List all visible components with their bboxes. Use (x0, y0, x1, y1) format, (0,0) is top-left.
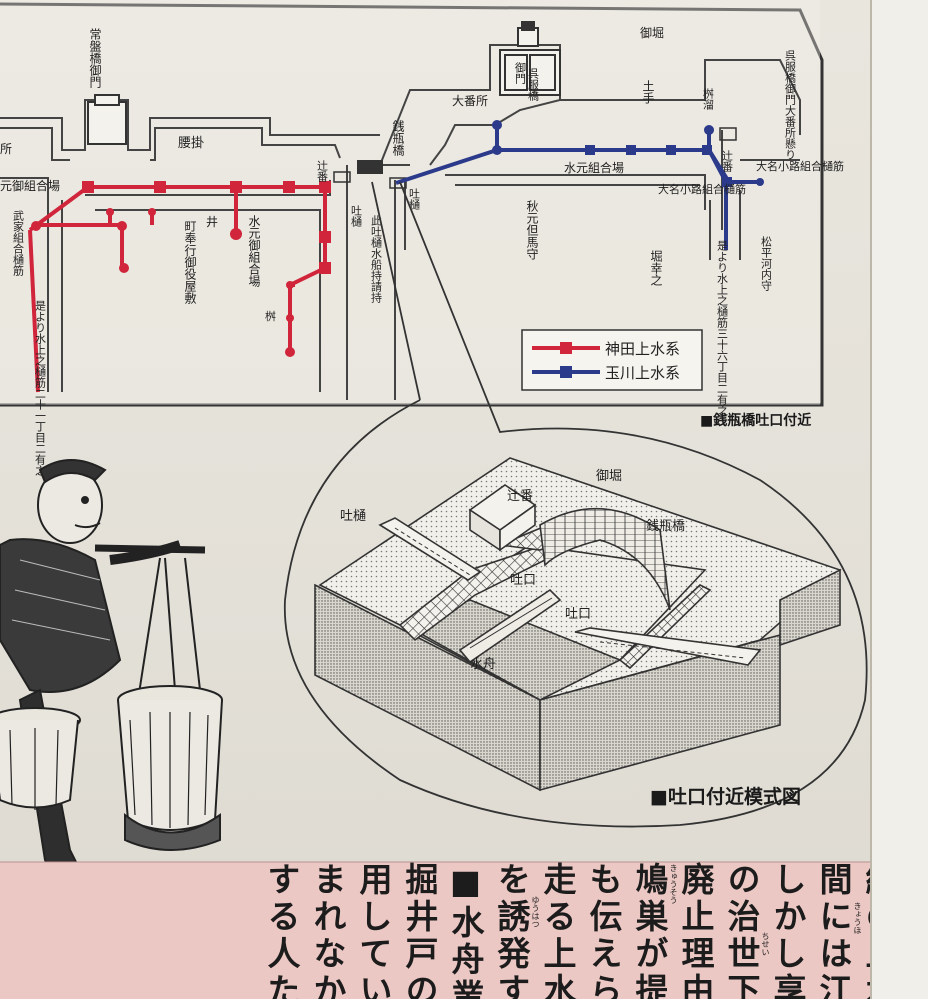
kanda-nodes (31, 181, 331, 357)
label-left-water: 是より水上之樋筋二十一丁目二有之 (34, 300, 47, 476)
label-koshikake: 腰掛 (178, 136, 204, 151)
text-column-12: 用していた (354, 862, 393, 999)
water-carrier-illustration (0, 459, 223, 937)
label-mizumoto-gokumiaiba: 水元御組合場 (247, 215, 261, 288)
label-gomon: 御門 (514, 61, 527, 85)
label-machibugyo: 町奉行御役屋敷 (183, 220, 197, 305)
label-masu: 桝 (265, 309, 276, 323)
tokiwabashi-gate (87, 94, 127, 145)
text-column-4: の治世下に (722, 862, 761, 999)
label-hori: 堀幸之 (649, 249, 663, 286)
tamagawa-nodes (492, 120, 764, 187)
label-matsudaira: 松平河内守 (760, 235, 773, 291)
label-dote: 土手 (641, 80, 655, 104)
body-text-columns: 統の上水が 間には江戸 しかし享保 の治世下に 廃止理由は 鳩巣が提出 も伝えら… (0, 862, 928, 999)
callout-bubble (283, 181, 868, 828)
diagram-caption: ■吐口付近模式図 (650, 785, 801, 808)
text-column-13: まれなかっ (308, 862, 347, 999)
ruby-kyoho: きょうほ (853, 902, 862, 934)
text-column-9: を誘発する (492, 862, 531, 999)
label-gofukubashi: 呉服橋 (527, 68, 540, 102)
label-gohori: 御堀 (640, 25, 664, 40)
label-daimyo-koji: 大名小路組合樋筋 (658, 182, 746, 196)
label-obansho: 大番所 (452, 94, 488, 108)
lower-text-band (0, 862, 870, 999)
text-column-5: 廃止理由は (676, 862, 715, 999)
text-column-3: しかし享保 (768, 862, 807, 999)
diagram-block (314, 457, 842, 792)
label-akimoto: 秋元但馬守 (525, 200, 539, 260)
label-i: 井 (206, 215, 218, 229)
text-column-8: 走る上水道 (538, 862, 577, 999)
label-tokiwabashi: 常盤橋御門 (88, 28, 102, 88)
label-daimyo-koji-right: 大名小路組合樋筋 (756, 159, 844, 173)
diag-label-hakiguchi-left: 吐口 (510, 573, 536, 588)
label-ko-hakido: 此吐樋水船持請持 (370, 215, 383, 304)
legend-kanda: 神田上水系 (605, 340, 680, 358)
gofukubashi-gate (499, 21, 561, 96)
adjacent-panel-edge (870, 0, 928, 999)
diag-label-zenibinbashi: 銭瓶橋 (646, 519, 685, 534)
ruby-chisei: ちせい (761, 932, 770, 956)
ruby-kyuso: きゅうそう (669, 864, 678, 904)
text-column-10: ■水舟業者 (446, 862, 485, 999)
label-sho: 所 (0, 142, 12, 156)
label-tsujiban-left: 辻番 (316, 159, 329, 183)
map-frame (0, 2, 824, 407)
text-column-14: する人た (262, 862, 301, 999)
label-right-water: 是より水上之樋筋三十六丁目二有之 (716, 240, 729, 416)
diag-label-tsujiban: 辻番 (507, 489, 533, 504)
diag-label-gohori: 御堀 (596, 469, 622, 484)
diag-label-hakiguchi-right: 吐口 (565, 607, 591, 622)
label-masudame: 桝溜 (702, 87, 715, 111)
text-column-6: 鳩巣が提出 (630, 862, 669, 999)
label-gofukubashi-gomon: 呉服橋御門大番所懸り (784, 50, 797, 160)
label-buke: 武家組合樋筋 (12, 210, 25, 277)
text-column-2: 間には江戸 (814, 862, 853, 999)
label-mizumoto-blue: 水元組合場 (564, 160, 624, 175)
text-column-11: 掘井戸の拡 (400, 862, 439, 999)
ruby-yuhatsu: ゆうはつ (531, 896, 540, 928)
legend-tamagawa: 玉川上水系 (605, 364, 680, 382)
text-column-7: も伝えられ (584, 862, 623, 999)
label-zenibinbashi: 銭瓶橋 (391, 119, 405, 157)
label-hakido: 吐樋 (408, 188, 421, 210)
diag-label-suisen: 水舟 (470, 657, 496, 672)
label-tsujiban-right: 辻番 (721, 149, 734, 173)
label-mizumoto-red: 元御組合場 (0, 178, 60, 193)
diag-label-hakido: 吐樋 (340, 508, 366, 524)
zenibinbashi-bridge (357, 160, 383, 174)
map-caption: ■銭瓶橋吐口付近 (700, 412, 811, 429)
label-hakido-left: 吐樋 (350, 205, 363, 227)
map-legend: 神田上水系 玉川上水系 (521, 329, 703, 391)
